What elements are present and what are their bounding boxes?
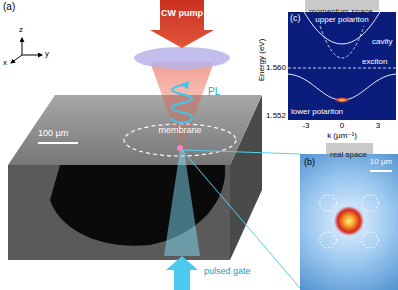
tick-label: 3 [376, 121, 380, 131]
upper-polariton-curve [304, 12, 380, 44]
sample-slab [8, 95, 262, 260]
axis-title: k (µm⁻¹) [327, 131, 357, 141]
hexagon-marks [319, 195, 379, 248]
curve-label: lower polariton [291, 107, 343, 117]
emission-label: PL [208, 86, 220, 98]
axis-title: Energy (eV) [257, 39, 267, 82]
plot-background [288, 12, 396, 120]
scale-label: 10 µm [370, 157, 392, 167]
zoom-line [182, 150, 300, 288]
tick-label: 1.560 [266, 63, 286, 73]
axis-label: z [19, 25, 23, 35]
gate-beam [164, 150, 200, 256]
axes-icon [11, 38, 42, 63]
exciton-line [288, 68, 396, 69]
hexagon [361, 195, 379, 211]
scale-label: 100 µm [38, 128, 68, 139]
hexagon [361, 232, 379, 248]
part-label: membrane [158, 125, 201, 136]
lower-polariton-curve [288, 74, 396, 100]
pump-arrow [150, 0, 214, 48]
condensate-blob [334, 206, 364, 236]
slab-top-face [8, 95, 262, 165]
beam-label: pulsed gate [204, 266, 251, 277]
dispersion-plot [288, 12, 396, 120]
scale-bar [370, 170, 392, 172]
condensate-spot [334, 97, 350, 103]
panel-letter: (b) [304, 157, 315, 168]
tick-label: -3 [302, 121, 309, 131]
x-axis [11, 55, 22, 63]
panel-tab: real space [326, 143, 373, 154]
beam-label: CW pump [161, 8, 203, 19]
axis-label: y [45, 49, 49, 59]
etched-hole [50, 165, 225, 246]
image-background [300, 154, 398, 290]
y-axis [22, 55, 42, 56]
gate-arrow [166, 256, 198, 290]
cavity-curve [320, 26, 364, 58]
z-axis [22, 38, 23, 55]
panel-tab: momentum space [305, 0, 379, 11]
real-space-image [300, 154, 398, 290]
curve-label: exciton [362, 57, 387, 67]
hexagon [319, 195, 337, 211]
panel-letter: (a) [3, 1, 15, 13]
pl-spiral [172, 82, 192, 123]
pump-beam [150, 62, 214, 148]
lens [134, 47, 230, 69]
panel-heading: real space [326, 149, 371, 160]
tick-label: 1.552 [266, 111, 286, 121]
panel-letter: (c) [290, 13, 301, 24]
curve-label: upper polariton [315, 15, 368, 25]
scale-bar [38, 142, 78, 144]
axis-label: x [3, 58, 7, 68]
hexagon [319, 232, 337, 248]
zoom-line [182, 150, 300, 154]
tick-label: 0 [340, 121, 344, 131]
curve-label: cavity [372, 37, 392, 47]
